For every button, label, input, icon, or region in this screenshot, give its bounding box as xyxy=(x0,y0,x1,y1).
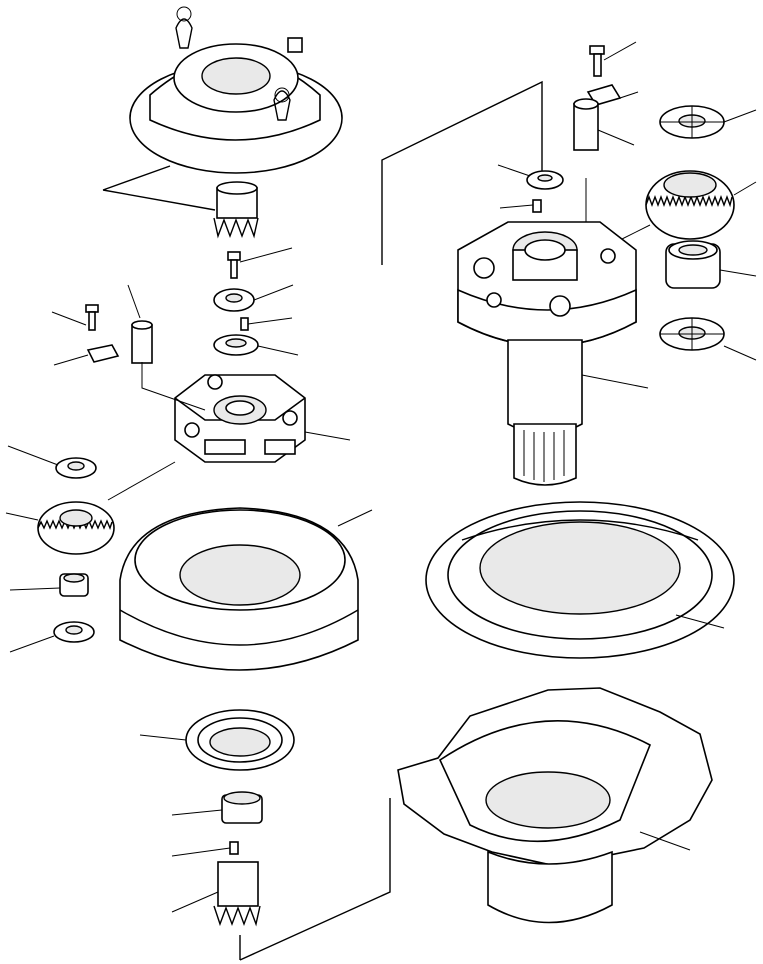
planet-gear-left xyxy=(37,501,115,555)
ring-gear-housing xyxy=(119,507,359,671)
planet-gear-right xyxy=(645,170,735,240)
bolt xyxy=(227,251,241,279)
motor-housing xyxy=(397,687,713,924)
bolt-left xyxy=(85,304,99,331)
pin-lower xyxy=(229,841,239,855)
thrust-washer-left xyxy=(55,457,97,479)
motor-cover xyxy=(129,6,343,174)
thrust-plate-right-lower xyxy=(659,317,725,351)
pin-right-small xyxy=(532,199,542,213)
thrust-plate-right xyxy=(659,105,725,139)
thrust-washer-left-lower xyxy=(53,621,95,643)
ring-gear xyxy=(425,501,735,659)
pin xyxy=(240,317,249,331)
needle-bearing-right xyxy=(665,240,721,289)
pin-left xyxy=(131,320,153,364)
sun-gear-upper xyxy=(213,181,259,239)
thrust-washer xyxy=(213,288,255,312)
lock-plate-left xyxy=(86,344,120,363)
drive-pinion xyxy=(213,861,261,927)
thrust-washer-right xyxy=(526,170,564,190)
leader-line xyxy=(102,165,216,211)
bracket-line xyxy=(381,80,543,265)
needle-bearing-left xyxy=(59,573,89,597)
ball-bearing xyxy=(185,709,295,771)
planet-carrier-lower xyxy=(457,221,637,486)
pin-right xyxy=(573,98,599,151)
plate xyxy=(213,334,259,356)
bolt-right xyxy=(589,45,605,77)
planet-carrier-upper xyxy=(174,374,306,463)
collar xyxy=(221,791,263,824)
